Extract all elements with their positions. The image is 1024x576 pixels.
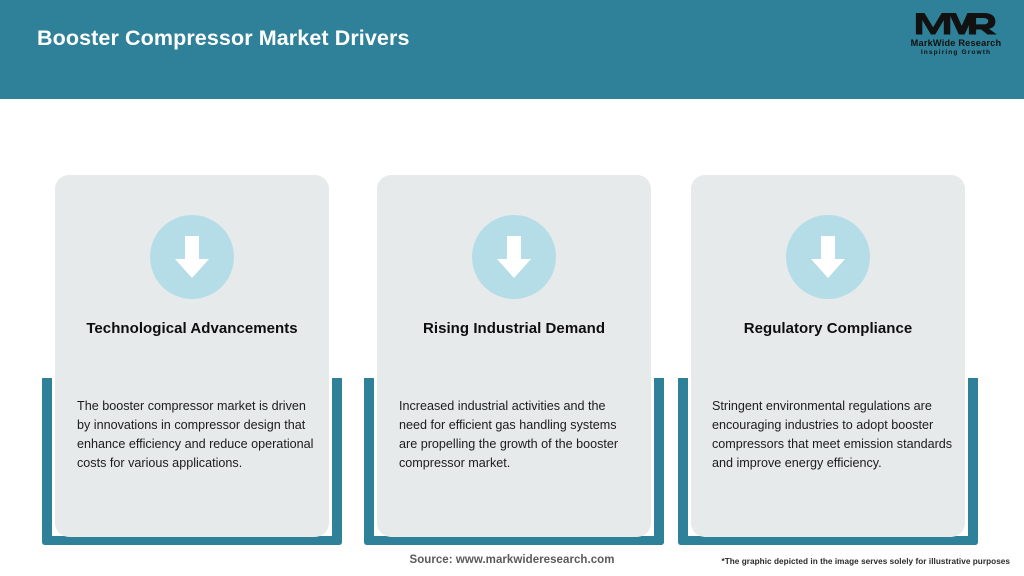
driver-card-3: Regulatory Compliance Stringent environm… bbox=[672, 99, 984, 545]
brand-logo: MarkWide Research Inspiring Growth bbox=[902, 8, 1010, 66]
arrow-down-glyph bbox=[497, 236, 531, 278]
driver-cards-row: Technological Advancements The booster c… bbox=[0, 99, 1024, 545]
card-title: Rising Industrial Demand bbox=[422, 320, 606, 337]
card-body-text: The booster compressor market is driven … bbox=[77, 399, 314, 471]
disclaimer-note: *The graphic depicted in the image serve… bbox=[721, 557, 1010, 566]
card-bracket bbox=[364, 378, 664, 545]
card-panel: Rising Industrial Demand Increased indus… bbox=[377, 175, 651, 537]
card-panel: Regulatory Compliance Stringent environm… bbox=[691, 175, 965, 537]
driver-card-2: Rising Industrial Demand Increased indus… bbox=[358, 99, 670, 545]
card-panel: Technological Advancements The booster c… bbox=[55, 175, 329, 537]
card-title: Regulatory Compliance bbox=[743, 320, 913, 337]
driver-card-1: Technological Advancements The booster c… bbox=[36, 99, 348, 545]
arrow-down-icon bbox=[150, 215, 234, 299]
card-title: Technological Advancements bbox=[86, 320, 298, 337]
arrow-down-icon bbox=[786, 215, 870, 299]
page-title: Booster Compressor Market Drivers bbox=[37, 26, 410, 50]
card-body-text: Increased industrial activities and the … bbox=[399, 399, 619, 471]
arrow-down-glyph bbox=[175, 236, 209, 278]
arrow-down-icon bbox=[472, 215, 556, 299]
card-bracket bbox=[42, 378, 342, 545]
card-body-text: Stringent environmental regulations are … bbox=[712, 399, 953, 471]
source-note: Source: www.markwideresearch.com bbox=[409, 554, 615, 566]
mwr-monogram-icon bbox=[915, 12, 997, 35]
logo-company-name: MarkWide Research bbox=[910, 38, 1002, 48]
header-band bbox=[0, 0, 1024, 99]
logo-tagline: Inspiring Growth bbox=[920, 48, 992, 56]
arrow-down-glyph bbox=[811, 236, 845, 278]
card-bracket bbox=[678, 378, 978, 545]
